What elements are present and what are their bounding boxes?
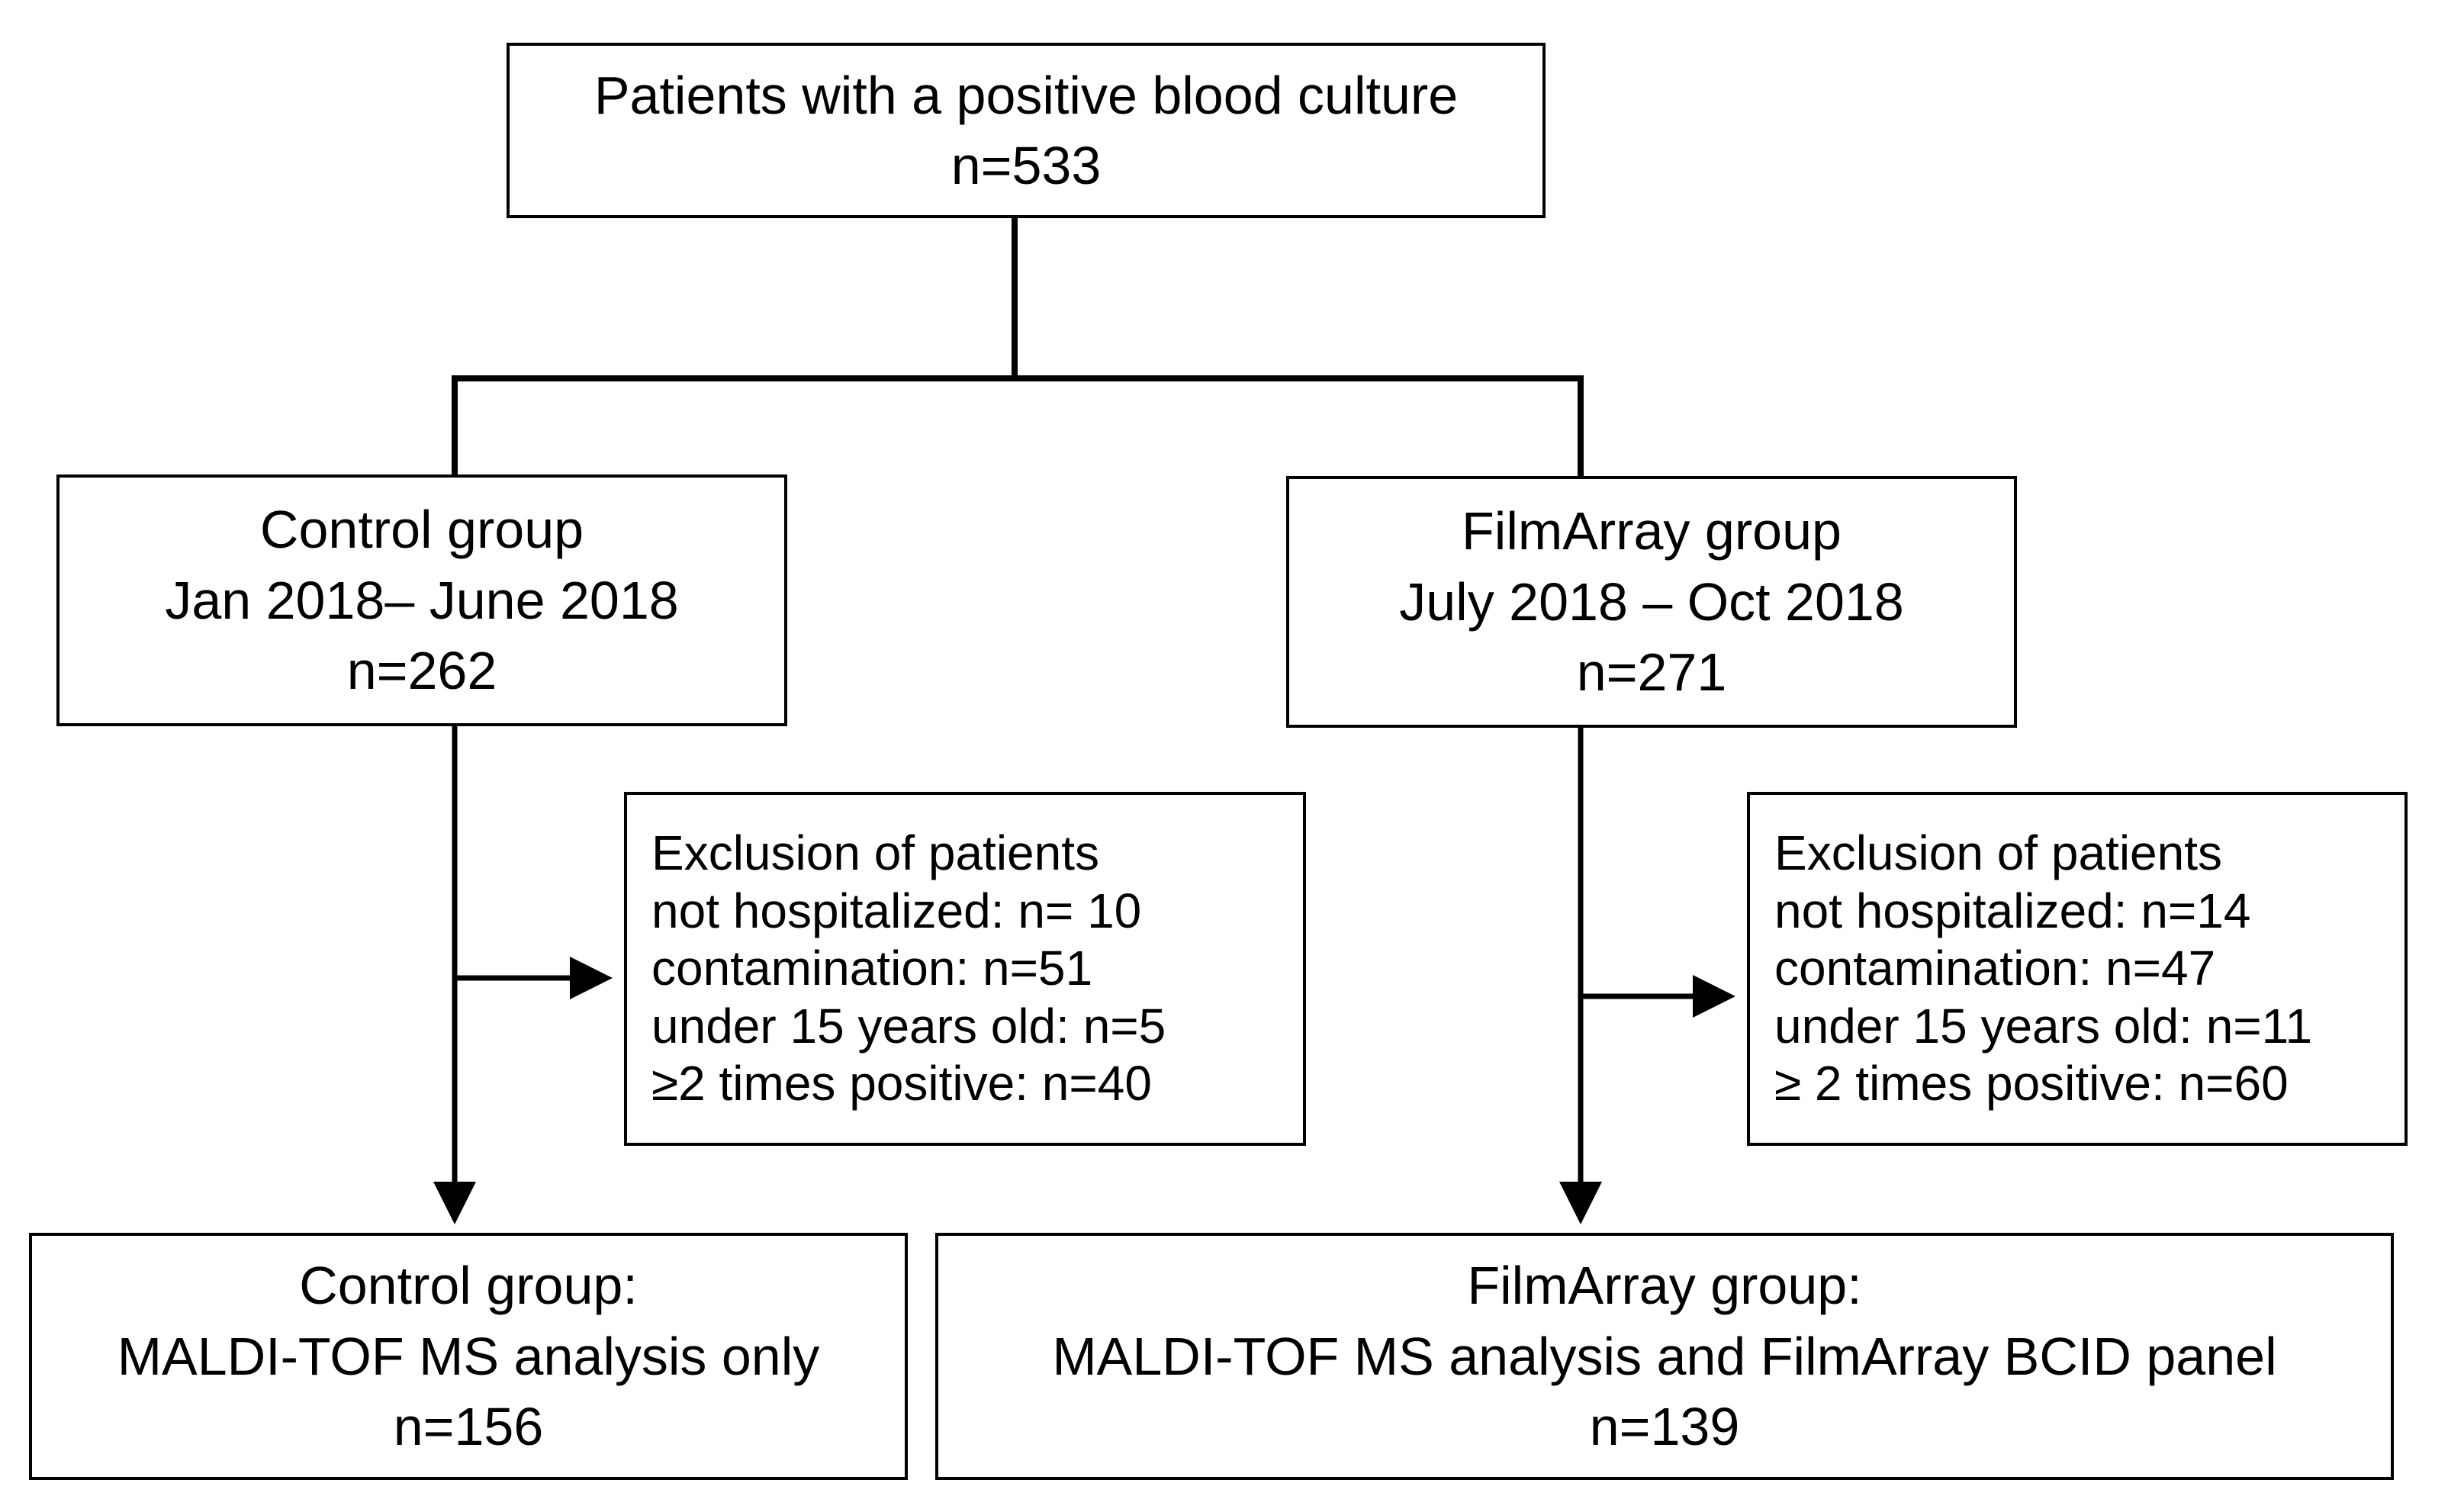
control-final-count: n=156 [393, 1397, 544, 1457]
control-final-title: Control group: [299, 1256, 638, 1316]
filmarray-exclusion-box: Exclusion of patients not hospitalized: … [1747, 792, 2408, 1146]
exclusion-not-hospitalized: not hospitalized: n= 10 [651, 883, 1142, 938]
exclusion-under-15: under 15 years old: n=5 [651, 998, 1166, 1054]
exclusion-heading: Exclusion of patients [651, 825, 1099, 881]
filmarray-group-box: FilmArray group July 2018 – Oct 2018 n=2… [1286, 476, 2017, 728]
exclusion-repeat-positive: ≥2 times positive: n=40 [651, 1056, 1152, 1111]
filmarray-final-count: n=139 [1589, 1397, 1740, 1457]
control-group-count: n=262 [346, 641, 497, 701]
control-group-period: Jan 2018– June 2018 [165, 570, 679, 630]
total-patients-label: Patients with a positive blood culture [593, 65, 1459, 125]
filmarray-final-title: FilmArray group: [1467, 1256, 1862, 1316]
filmarray-group-count: n=271 [1576, 642, 1727, 703]
control-group-title: Control group [259, 500, 584, 560]
filmarray-final-method: MALDI-TOF MS analysis and FilmArray BCID… [1052, 1326, 2277, 1386]
exclusion-contamination: contamination: n=47 [1774, 941, 2216, 996]
control-final-method: MALDI-TOF MS analysis only [117, 1326, 820, 1386]
total-patients-box: Patients with a positive blood culture n… [507, 43, 1546, 218]
exclusion-heading: Exclusion of patients [1774, 825, 2222, 881]
exclusion-contamination: contamination: n=51 [651, 941, 1093, 996]
control-exclusion-box: Exclusion of patients not hospitalized: … [624, 792, 1306, 1146]
exclusion-not-hospitalized: not hospitalized: n=14 [1774, 883, 2251, 938]
exclusion-under-15: under 15 years old: n=11 [1774, 998, 2313, 1054]
control-final-box: Control group: MALDI-TOF MS analysis onl… [29, 1233, 908, 1480]
total-patients-count: n=533 [951, 136, 1102, 195]
filmarray-final-box: FilmArray group: MALDI-TOF MS analysis a… [935, 1233, 2394, 1480]
control-group-box: Control group Jan 2018– June 2018 n=262 [56, 475, 787, 726]
filmarray-group-period: July 2018 – Oct 2018 [1399, 571, 1904, 632]
exclusion-repeat-positive: ≥ 2 times positive: n=60 [1774, 1056, 2289, 1111]
filmarray-group-title: FilmArray group [1462, 501, 1842, 561]
